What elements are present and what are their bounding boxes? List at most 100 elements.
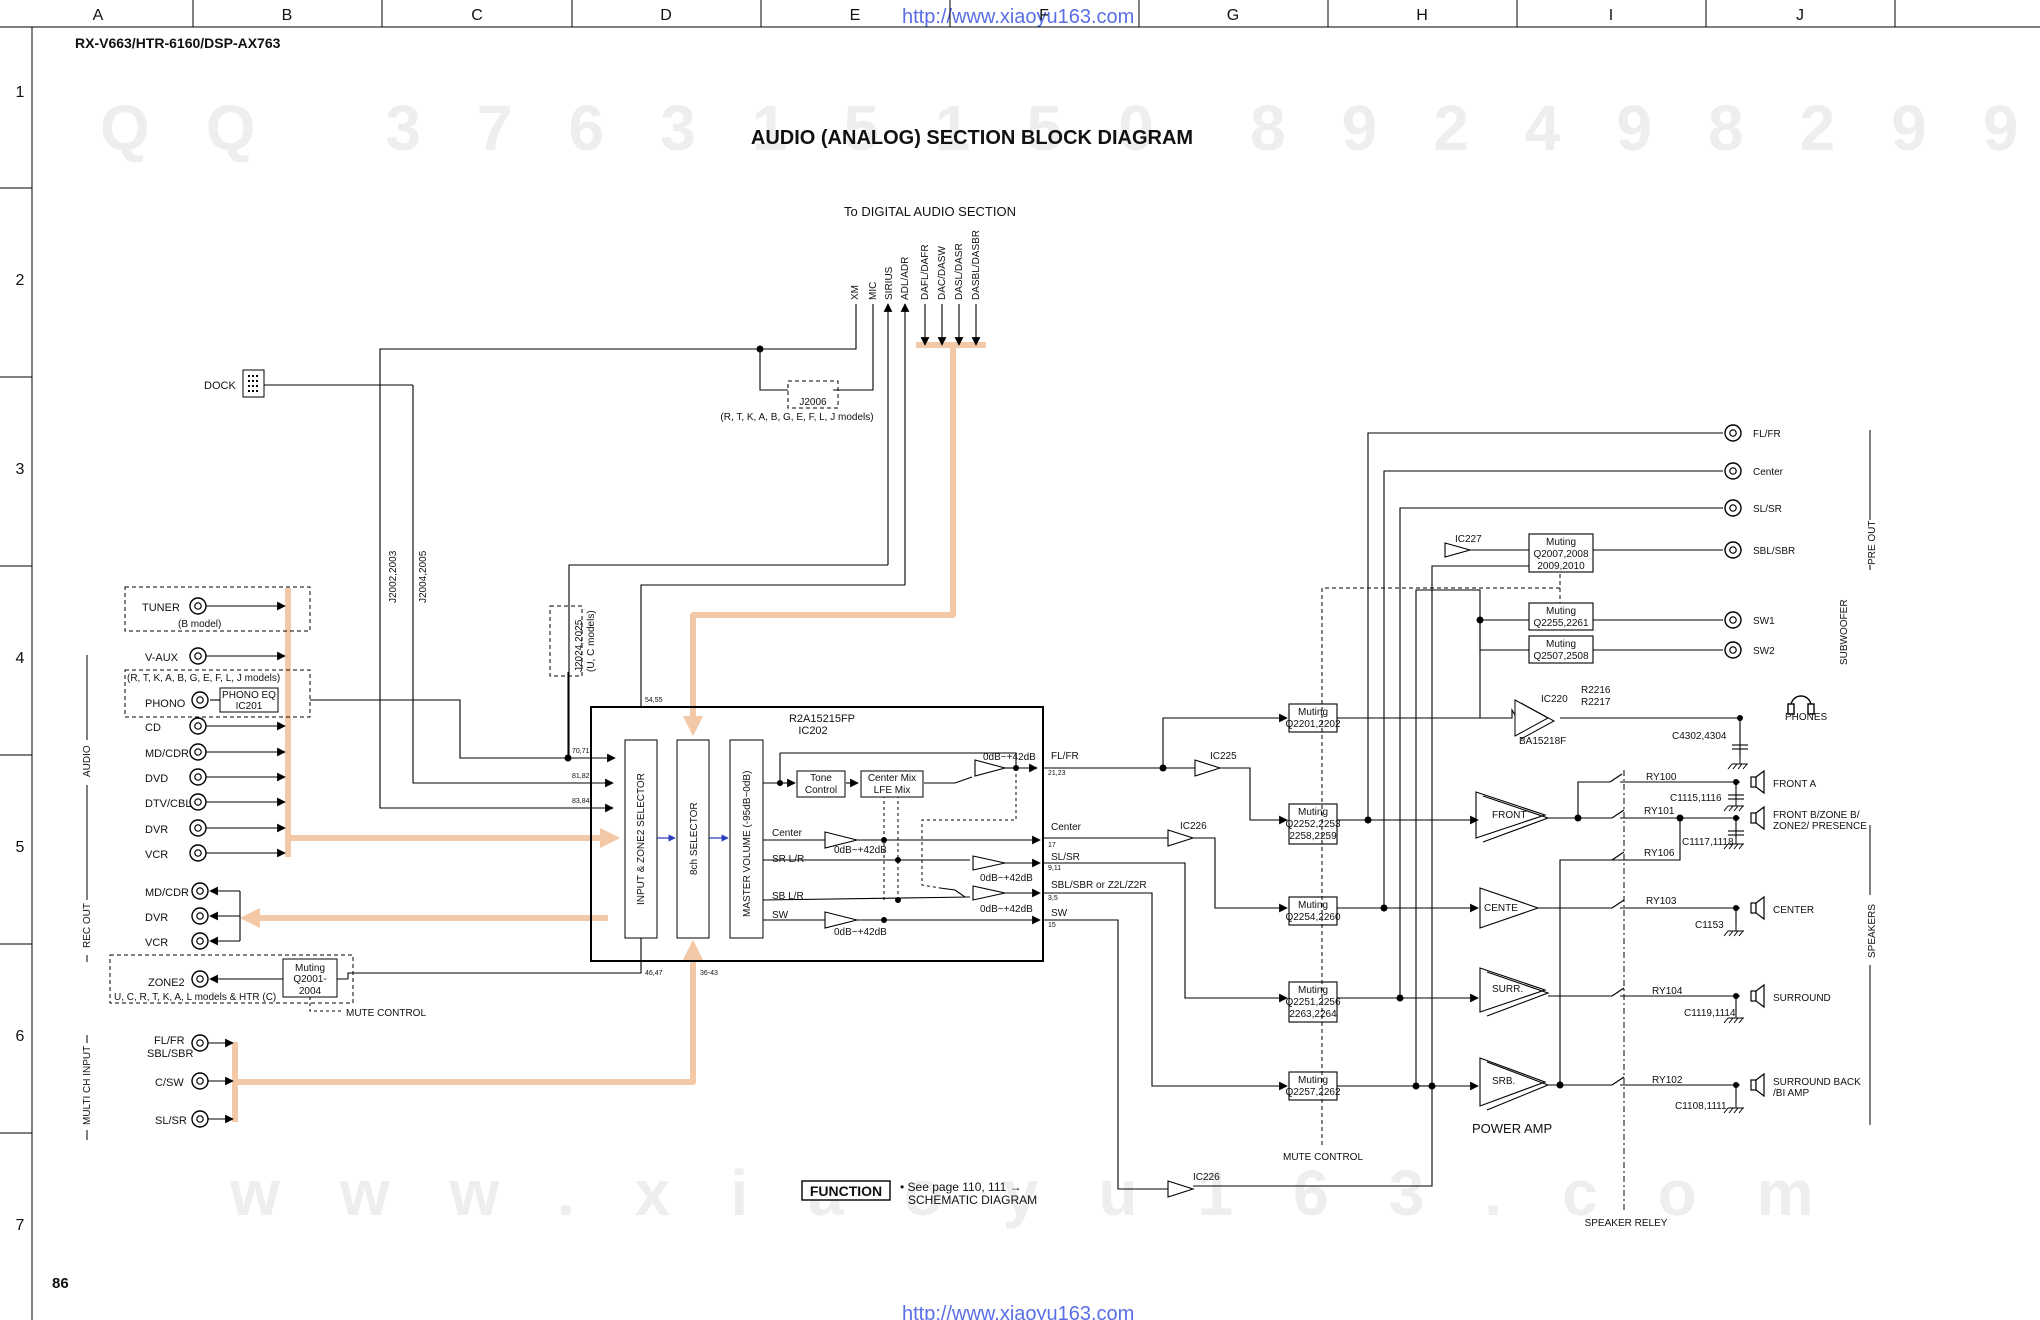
grid-col-b: B	[282, 7, 293, 24]
function-label: FUNCTION	[810, 1183, 882, 1199]
dtvcbl-label: DTV/CBL	[145, 798, 191, 810]
grid-col-c: C	[471, 7, 483, 24]
rec-mdcdr-label: MD/CDR	[145, 887, 189, 899]
amp-surr-label: SURR.	[1492, 984, 1523, 995]
ic202-dashed-control	[883, 756, 1017, 900]
dvr-jack	[189, 819, 207, 837]
zone2-label: ZONE2	[148, 977, 185, 989]
ic202-block	[590, 706, 1044, 962]
grid-row-2: 2	[16, 272, 25, 289]
internal-sw: SW	[772, 910, 789, 921]
phono-label: PHONO	[145, 698, 186, 710]
back-speaker-label-2: /BI AMP	[1773, 1088, 1809, 1099]
pre-sw2-label: SW2	[1753, 646, 1775, 657]
muting-2201-word: Muting	[1298, 707, 1328, 718]
dvd-label: DVD	[145, 773, 168, 785]
function-note-1: • See page 110, 111 →	[900, 1180, 1022, 1194]
out-slsr-label: SL/SR	[1051, 852, 1080, 863]
pre-center-jack	[1724, 462, 1742, 480]
muting-2251-b: 2263,2264	[1289, 1009, 1337, 1020]
pin-7071: 70,71	[572, 748, 590, 755]
internal-center: Center	[772, 828, 803, 839]
output-buffers	[1167, 542, 1473, 1198]
grid-col-a: A	[93, 7, 104, 24]
speaker-junctions	[1556, 779, 1739, 1089]
mdcdr-jack	[189, 743, 207, 761]
pin-911: 9,11	[1048, 865, 1061, 872]
j2024-label: J2024,2025	[574, 619, 585, 672]
pre-out-junctions	[1364, 616, 1484, 1090]
tone-control-block	[796, 770, 846, 798]
amp-srb-label: SRB.	[1492, 1076, 1515, 1087]
pin-8182: 81,82	[572, 773, 590, 780]
mute-control-dashed	[1321, 572, 1561, 1145]
tone-label-1: Tone	[810, 773, 832, 784]
pre-flfr-jack	[1724, 424, 1742, 442]
junction-phono	[564, 754, 572, 762]
pre-slsr-label: SL/SR	[1753, 504, 1782, 515]
surround-speaker-label: SURROUND	[1773, 993, 1831, 1004]
mix-label-1: Center Mix	[868, 773, 916, 784]
muting-2255-word: Muting	[1546, 606, 1576, 617]
cd-label: CD	[145, 722, 161, 734]
ic202-internal-wires	[762, 752, 1041, 925]
zone2-jack	[191, 970, 209, 988]
vcr-label: VCR	[145, 849, 168, 861]
function-note-2: SCHEMATIC DIAGRAM	[908, 1193, 1037, 1207]
ba15218-label: BA15218F	[1519, 736, 1566, 747]
grid-col-i: I	[1609, 7, 1613, 24]
svg-text:892498299: 892498299	[1250, 92, 2040, 164]
r2216-label: R2216	[1581, 685, 1611, 696]
vaux-label: V-AUX	[145, 652, 179, 664]
grid-row-5: 5	[16, 839, 25, 856]
internal-sblr: SB L/R	[772, 891, 804, 902]
c1108-label: C1108,1111	[1675, 1101, 1727, 1112]
ry102-label: RY102	[1652, 1075, 1683, 1086]
ry100-label: RY100	[1646, 772, 1677, 783]
grid-row-4: 4	[16, 650, 25, 667]
muting-2252-b: 2258,2259	[1289, 831, 1337, 842]
pin-17: 17	[1048, 842, 1056, 849]
j2002-label: J2002,2003	[388, 550, 399, 603]
gnd-center	[1723, 924, 1745, 937]
tuner-jack	[189, 597, 207, 615]
digital-line-sirius: SIRIUS	[884, 266, 895, 300]
pin-2123: 21,23	[1048, 770, 1066, 777]
dtvcbl-jack	[189, 793, 207, 811]
mdcdr-label: MD/CDR	[145, 748, 189, 760]
output-wires	[1043, 565, 1535, 1190]
digital-line-dasbl: DASBL/DASBR	[971, 230, 982, 300]
muting-2254-q: Q2254,2260	[1285, 912, 1340, 923]
vcr-jack	[189, 844, 207, 862]
pin-3643: 36-43	[700, 970, 718, 977]
page-title: AUDIO (ANALOG) SECTION BLOCK DIAGRAM	[751, 127, 1193, 149]
out-sbl-label: SBL/SBR or Z2L/Z2R	[1051, 880, 1147, 891]
muting-2007-a: Q2007,2008	[1533, 549, 1588, 560]
center-speaker-label: CENTER	[1773, 905, 1814, 916]
pre-out-group-label: PRE OUT	[1867, 521, 1878, 565]
pin-5455: 54,55	[645, 697, 663, 704]
pre-sblsbr-jack	[1724, 541, 1742, 559]
grid-row-7: 7	[16, 1217, 25, 1234]
junction-dock	[756, 345, 764, 353]
zone2-muting-q2: 2004	[299, 986, 322, 997]
gain-label-5: 0dB~+42dB	[834, 927, 887, 938]
j2024-models: (U, C models)	[586, 610, 597, 672]
multi-slsr-jack	[191, 1110, 209, 1128]
power-amps	[1475, 791, 1550, 1111]
ic226a-label: IC226	[1180, 821, 1207, 832]
speaker-surround-icon	[1750, 984, 1765, 1008]
vaux-jack	[189, 647, 207, 665]
digital-line-xm: XM	[850, 285, 861, 300]
gain-label-2: 0dB~+42dB	[834, 845, 887, 856]
dvd-jack	[189, 768, 207, 786]
gain-label-1: 0dB~+42dB	[983, 752, 1036, 763]
power-amp-label: POWER AMP	[1472, 1121, 1552, 1136]
out-flfr-label: FL/FR	[1051, 751, 1079, 762]
muting-2252-word: Muting	[1298, 807, 1328, 818]
muting-2255-q: Q2255,2261	[1533, 618, 1588, 629]
vaux-note: (R, T, K, A, B, G, E, F, L, J models)	[127, 673, 280, 684]
ic220-amp	[1514, 699, 1550, 737]
